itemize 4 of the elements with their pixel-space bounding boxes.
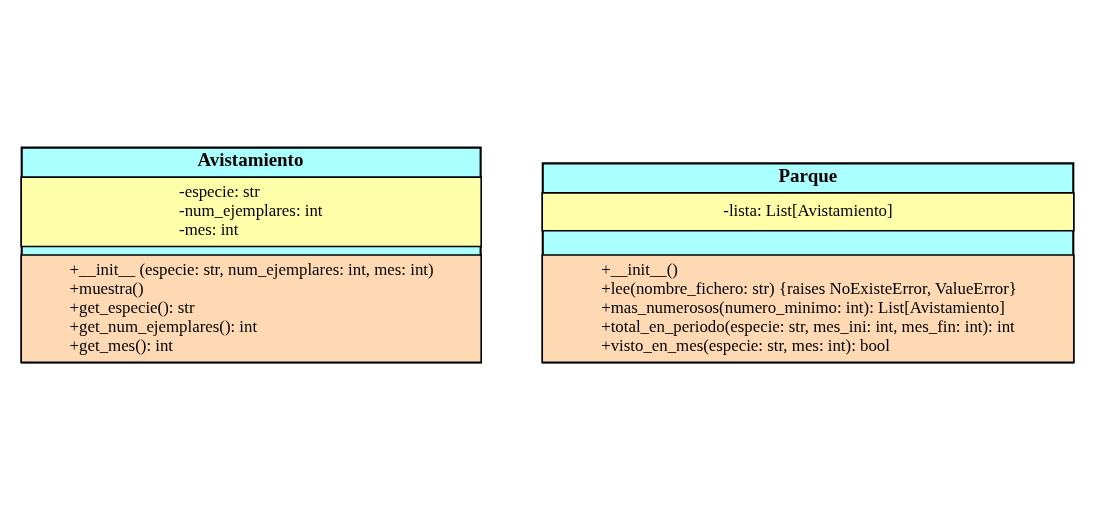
node-box: +__init__() +lee(nombre_fichero: str) {raises NoExisteError, ValueError} +mas_numerosos(numero_minimo: int): List[Avistamiento] +total_en_periodo(especie: str, mes_ini: int, mes_fin: int): int +visto_en_mes(especie: str, mes: int): bool [541, 253, 1075, 363]
node-box: -especie: str -num_ejemplares: int -mes: int [20, 175, 482, 247]
node-box: -lista: List[Avistamiento] [541, 191, 1075, 232]
node-box: +__init__ (especie: str, num_ejemplares: int, mes: int) +muestra() +get_especie(): str +get_num_ejemplares(): int +get_mes(): int [20, 253, 482, 363]
